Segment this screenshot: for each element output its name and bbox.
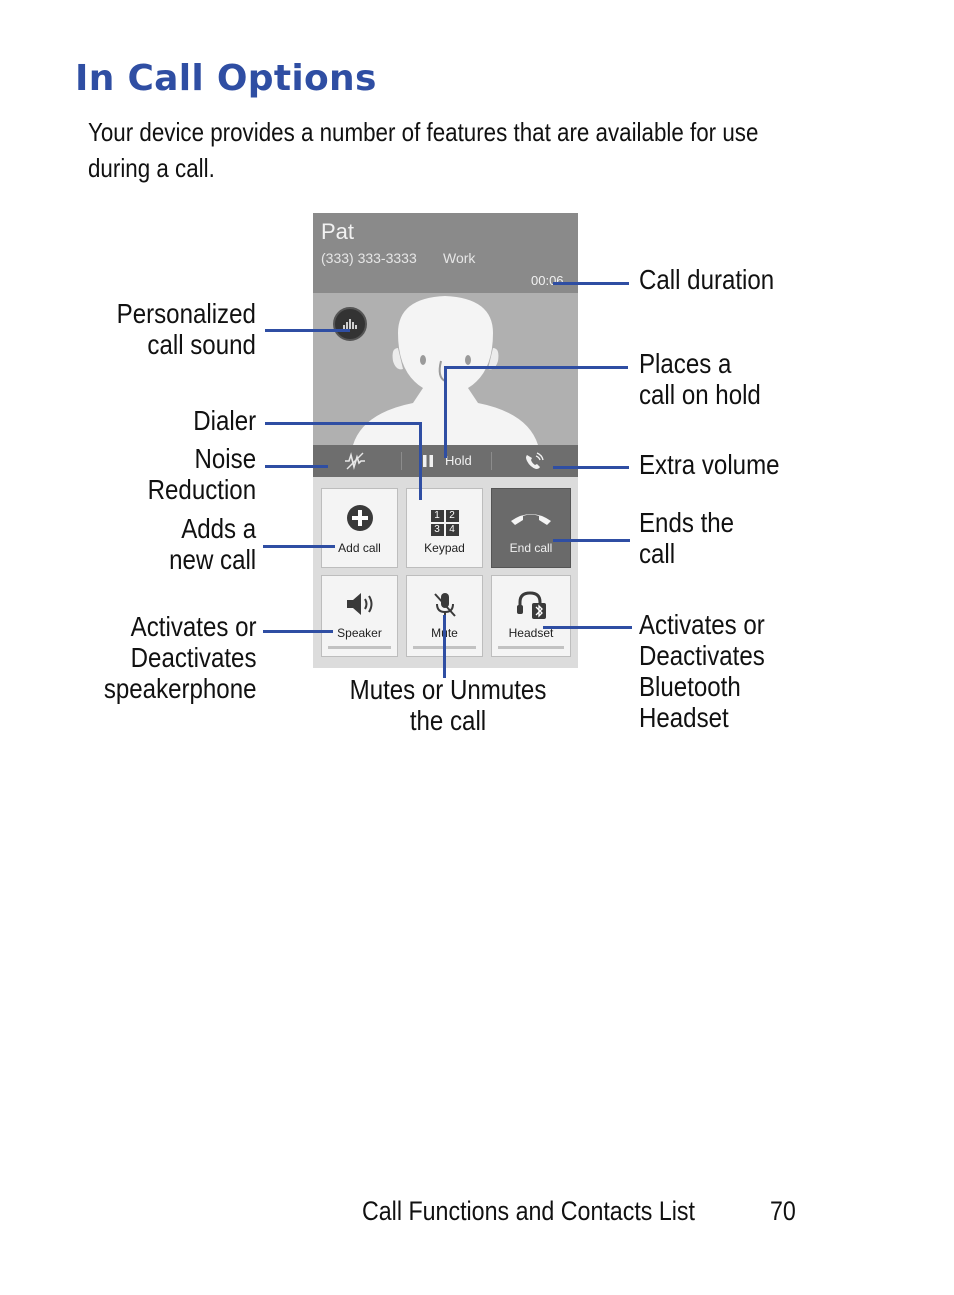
hold-label: Hold bbox=[445, 453, 472, 468]
call-duration: 00:06 bbox=[531, 273, 564, 288]
callout-line-text: speakerphone bbox=[103, 673, 256, 704]
caller-name: Pat bbox=[321, 219, 355, 244]
callout-line-text: new call bbox=[168, 544, 256, 575]
callout-line-text: Activates or bbox=[130, 611, 256, 642]
add-call-button[interactable]: Add call bbox=[321, 488, 398, 568]
callout-noise-reduction: Noise Reduction bbox=[148, 443, 256, 505]
callout-line bbox=[543, 626, 632, 629]
callout-line-text: Dialer bbox=[193, 405, 256, 436]
keypad-digit: 4 bbox=[445, 524, 459, 536]
plus-circle-icon bbox=[346, 505, 373, 531]
callout-line-text: Extra volume bbox=[639, 449, 780, 480]
callout-line bbox=[265, 422, 421, 425]
keypad-label: Keypad bbox=[424, 541, 465, 555]
callout-line-text: Personalized bbox=[116, 298, 256, 329]
hold-button[interactable] bbox=[419, 445, 489, 477]
callout-line-text: the call bbox=[409, 705, 487, 736]
speaker-icon bbox=[346, 593, 372, 615]
callout-speakerphone: Activates or Deactivates speakerphone bbox=[103, 611, 256, 704]
callout-line-text: Ends the bbox=[639, 507, 735, 538]
callout-personalized-call-sound: Personalized call sound bbox=[117, 298, 256, 360]
end-call-button[interactable]: End call bbox=[491, 488, 571, 568]
keypad-digit: 3 bbox=[430, 524, 444, 536]
callout-call-duration: Call duration bbox=[639, 264, 774, 295]
page-title: In Call Options bbox=[75, 58, 377, 99]
phone-screenshot: Pat (333) 333-3333 Work 00:06 bbox=[313, 213, 578, 668]
callout-line bbox=[263, 545, 335, 548]
callout-line bbox=[443, 615, 446, 678]
extra-volume-icon[interactable] bbox=[523, 451, 545, 471]
add-call-label: Add call bbox=[338, 541, 381, 555]
callout-line-text: call sound bbox=[147, 329, 256, 360]
footer-section-title: Call Functions and Contacts List bbox=[362, 1196, 695, 1226]
keypad-digit: 2 bbox=[445, 510, 459, 522]
page-number: 70 bbox=[770, 1196, 796, 1226]
callout-line-text: Call duration bbox=[639, 264, 775, 295]
callout-line-text: Deactivates bbox=[130, 642, 256, 673]
hang-up-icon bbox=[511, 514, 551, 525]
callout-line bbox=[553, 539, 630, 542]
personalized-call-sound-icon[interactable] bbox=[333, 307, 367, 341]
callout-line-text: Headset bbox=[639, 702, 729, 733]
bar-divider bbox=[401, 452, 402, 470]
noise-reduction-icon[interactable] bbox=[343, 451, 367, 471]
call-buttons: Add call 1 2 3 4 Keypad End call bbox=[313, 477, 578, 668]
callout-line-text: Noise bbox=[194, 443, 256, 474]
callout-line bbox=[265, 465, 328, 468]
microphone-muted-icon bbox=[433, 593, 456, 617]
callout-line bbox=[263, 630, 333, 633]
callout-line-text: call on hold bbox=[639, 379, 761, 410]
callout-line-text: Activates or bbox=[639, 609, 765, 640]
headset-indicator bbox=[498, 646, 564, 649]
callout-bluetooth-headset: Activates or Deactivates Bluetooth Heads… bbox=[639, 609, 765, 733]
callout-line bbox=[419, 422, 422, 500]
keypad-button[interactable]: 1 2 3 4 Keypad bbox=[406, 488, 483, 568]
callout-line-text: Reduction bbox=[147, 474, 256, 505]
speaker-label: Speaker bbox=[337, 626, 382, 640]
callout-line bbox=[444, 366, 628, 369]
callout-places-on-hold: Places a call on hold bbox=[639, 348, 761, 410]
callout-line bbox=[553, 282, 629, 285]
callout-extra-volume: Extra volume bbox=[639, 449, 780, 480]
call-header: Pat (333) 333-3333 Work 00:06 bbox=[313, 213, 578, 293]
callout-line-text: Bluetooth bbox=[639, 671, 741, 702]
bluetooth-headset-icon bbox=[517, 591, 546, 619]
intro-paragraph: Your device provides a number of feature… bbox=[88, 117, 759, 183]
callout-line-text: Mutes or Unmutes bbox=[349, 674, 547, 705]
callout-line-text: call bbox=[639, 538, 676, 569]
end-call-label: End call bbox=[509, 541, 553, 555]
keypad-icon: 1 2 3 4 bbox=[430, 510, 459, 536]
callout-adds-new-call: Adds a new call bbox=[169, 513, 256, 575]
callout-line bbox=[265, 329, 350, 332]
callout-line-text: Adds a bbox=[181, 513, 256, 544]
headset-label: Headset bbox=[508, 626, 554, 640]
caller-number: (333) 333-3333 bbox=[321, 250, 417, 266]
bar-divider bbox=[491, 452, 492, 470]
pause-icon bbox=[423, 455, 433, 467]
callout-line-text: Places a bbox=[639, 348, 732, 379]
callout-line bbox=[553, 466, 629, 469]
callout-dialer: Dialer bbox=[193, 405, 256, 436]
callout-line-text: Deactivates bbox=[639, 640, 765, 671]
callout-mute: Mutes or Unmutes the call bbox=[319, 674, 577, 736]
callout-ends-call: Ends the call bbox=[639, 507, 734, 569]
keypad-digit: 1 bbox=[430, 510, 444, 522]
caller-type: Work bbox=[443, 250, 476, 266]
callout-line bbox=[444, 366, 447, 458]
headset-button[interactable]: Headset bbox=[491, 575, 571, 657]
speaker-indicator bbox=[328, 646, 391, 649]
speaker-button[interactable]: Speaker bbox=[321, 575, 398, 657]
